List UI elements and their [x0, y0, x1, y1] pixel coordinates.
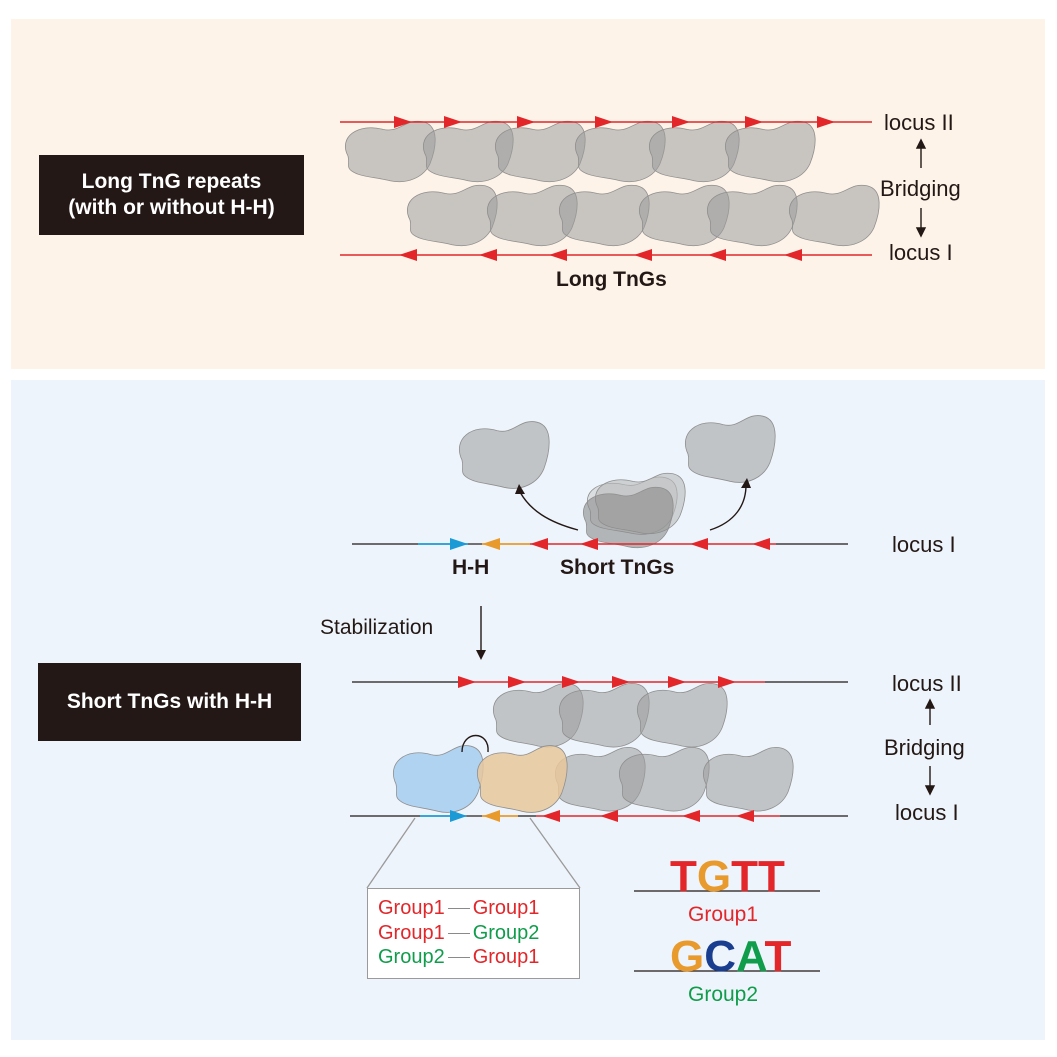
short-tngs-hh-label-box: Short TnGs with H-H — [38, 663, 301, 741]
motif2-logo: GCAT — [670, 932, 791, 982]
pair-2-connector — [447, 933, 470, 935]
short-tngs-locus-i-label: locus I — [892, 532, 956, 557]
bottom-locus-ii-label: locus II — [892, 671, 962, 696]
stabilized-locus-i-line — [350, 810, 848, 822]
top-bridging-label: Bridging — [880, 176, 961, 201]
top-locus-ii-line — [340, 116, 872, 128]
top-locus-i-line — [340, 249, 872, 261]
pair-2-left: Group1 — [378, 922, 445, 944]
motif2-letter-1: G — [670, 932, 705, 981]
motif1-letter-3: T — [731, 852, 759, 901]
stabilized-locus-ii-line — [352, 676, 848, 688]
motif1-logo: TGTT — [670, 852, 785, 902]
short-tngs-hh-label: Short TnGs with H-H — [66, 690, 273, 713]
motif2-caption: Group2 — [688, 983, 759, 1006]
long-tng-label-line1: Long TnG repeats — [81, 170, 262, 193]
motif2-letter-2: C — [704, 932, 737, 981]
zoom-lines — [366, 817, 581, 889]
stacked-blobs — [582, 472, 686, 549]
hh-protein-blobs — [392, 744, 568, 813]
released-blobs — [458, 414, 776, 489]
stabilization-arrow — [476, 606, 486, 660]
pair-3-right: Group1 — [472, 946, 540, 968]
release-arrowheads — [515, 478, 751, 494]
motif1-letter-1: T — [670, 852, 697, 901]
pair-row-3: Group2 Group1 — [378, 946, 539, 969]
pair-row-1: Group1 Group1 — [378, 897, 539, 920]
motif2-letter-3: A — [736, 932, 765, 981]
bottom-bridging-label: Bridging — [884, 735, 965, 760]
pair-1-connector — [447, 908, 470, 910]
bottom-bridging-arrows — [924, 698, 936, 796]
pair-2-right: Group2 — [472, 922, 540, 944]
short-tngs-locus-line — [352, 538, 848, 550]
hh-label: H-H — [452, 556, 490, 579]
long-tngs-label: Long TnGs — [556, 268, 667, 291]
motif1-letter-4: T — [758, 852, 785, 901]
motif1-letter-2: G — [696, 852, 732, 901]
long-tng-label-box: Long TnG repeats (with or without H-H) — [39, 155, 304, 235]
top-bridging-arrows — [915, 138, 927, 238]
pair-1-right: Group1 — [472, 897, 540, 919]
pair-row-2: Group1 Group2 — [378, 922, 539, 945]
pair-3-left: Group2 — [378, 946, 445, 968]
release-arrows — [519, 484, 747, 531]
short-tngs-label: Short TnGs — [560, 556, 675, 579]
stabilization-label: Stabilization — [320, 616, 434, 639]
top-locus-i-label: locus I — [889, 240, 953, 265]
top-blobs — [344, 120, 880, 247]
hh-loop — [461, 735, 489, 753]
bottom-locus-i-label: locus I — [895, 800, 959, 825]
motif1-caption: Group1 — [688, 903, 759, 926]
pair-3-connector — [447, 957, 470, 959]
long-tng-label-line2: (with or without H-H) — [68, 196, 275, 219]
pair-1-left: Group1 — [378, 897, 445, 919]
motif2-letter-4: T — [764, 932, 792, 981]
top-locus-ii-label: locus II — [884, 110, 954, 135]
